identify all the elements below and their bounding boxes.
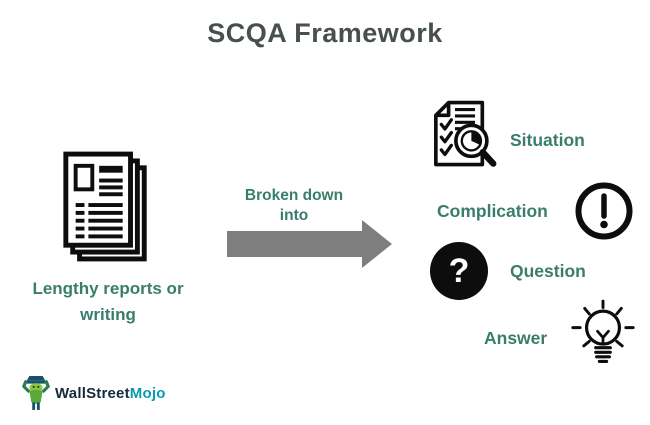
documents-stack-svg xyxy=(63,151,147,262)
middle-label-line1: Broken down xyxy=(244,187,344,204)
lightbulb-svg xyxy=(571,299,635,363)
middle-label: Broken down into xyxy=(228,186,360,226)
document-magnifier-svg xyxy=(434,100,497,167)
wallstreetmojo-logo: WallStreetMojo xyxy=(20,374,166,412)
wallstreetmojo-wordmark: WallStreetMojo xyxy=(55,385,166,402)
right-arrow-icon xyxy=(227,220,392,273)
question-circle-icon: ? xyxy=(430,242,488,300)
question-label: Question xyxy=(510,261,586,281)
brand-part1: WallStreet xyxy=(55,384,130,402)
complication-label: Complication xyxy=(437,201,548,221)
situation-label: Situation xyxy=(510,130,585,150)
exclamation-circle-icon xyxy=(574,181,634,246)
left-label: Lengthy reports or writing xyxy=(8,276,208,328)
wallstreetmojo-mascot-icon xyxy=(22,376,50,410)
right-arrow-svg xyxy=(227,220,392,268)
page-title: SCQA Framework xyxy=(207,18,443,48)
left-label-line2: writing xyxy=(80,305,136,324)
documents-stack-icon xyxy=(58,150,156,268)
brand-part2: Mojo xyxy=(129,384,166,402)
question-glyph: ? xyxy=(448,252,470,290)
answer-label: Answer xyxy=(484,328,548,348)
exclamation-circle-svg xyxy=(575,182,633,240)
middle-label-line2: into xyxy=(279,207,309,224)
lightbulb-icon xyxy=(571,299,635,374)
document-magnifier-icon xyxy=(424,96,506,187)
left-label-line1: Lengthy reports or xyxy=(32,279,184,298)
